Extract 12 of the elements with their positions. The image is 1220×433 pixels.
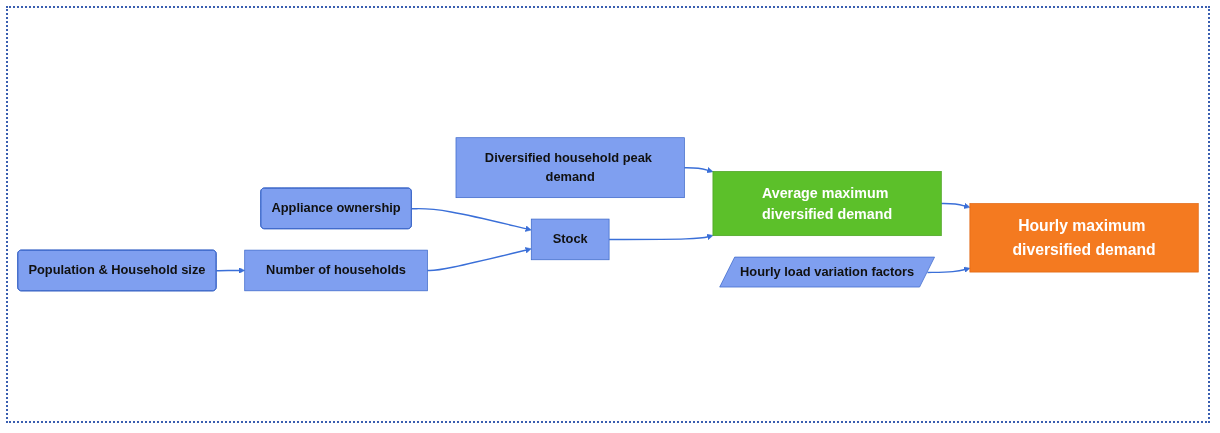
arrow [411,208,532,232]
node-box: Diversified household peak demand [455,137,685,199]
arrow [608,234,714,241]
node-box: Stock [530,218,610,261]
arrow [215,267,245,274]
arrow [683,167,714,174]
node-box: Average maximum diversified demand [712,171,942,237]
node-box: Number of households [244,250,428,292]
node-box: Hourly maximum diversified demand [969,203,1199,273]
arrow [926,266,971,274]
arrow [940,203,971,210]
arrow [426,247,532,272]
